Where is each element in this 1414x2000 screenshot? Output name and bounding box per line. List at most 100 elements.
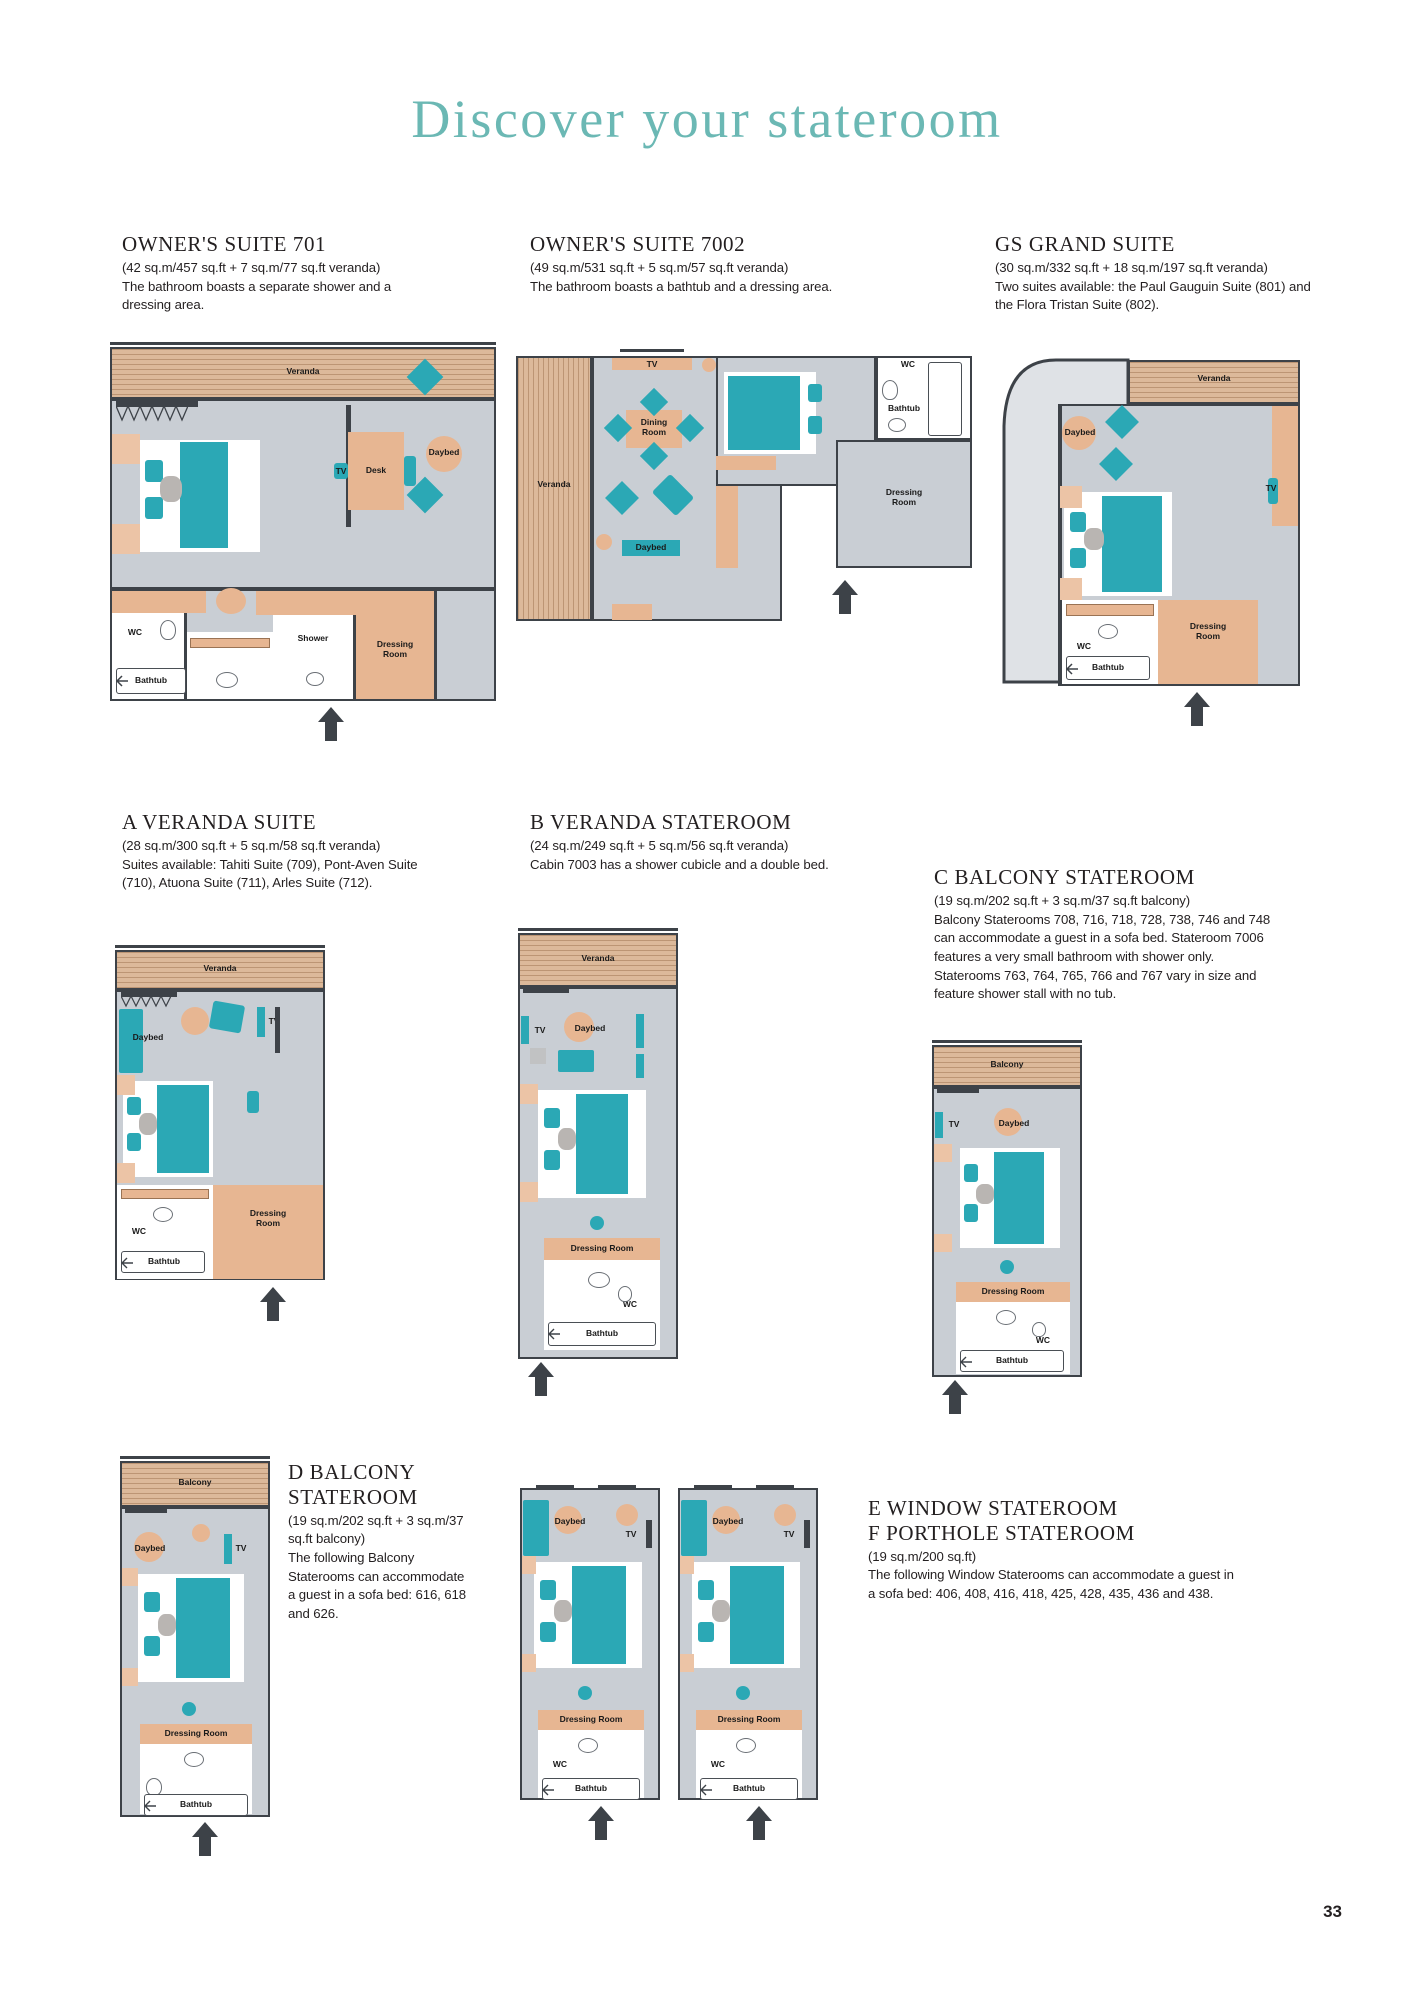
arrow-left-icon (700, 1784, 712, 1796)
curtain-icon (116, 406, 188, 422)
sliding-door (116, 400, 198, 407)
bathtub-label: Bathtub (134, 675, 168, 685)
bathtub-icon (542, 1778, 640, 1800)
entrance-arrow-icon (942, 1380, 968, 1414)
porthole-1 (694, 1485, 732, 1490)
bathtub-label: Bathtub (995, 1355, 1029, 1365)
toilet-icon (618, 1286, 632, 1302)
bathtub-label: Bathtub (585, 1328, 619, 1338)
arrow-left-icon (1065, 663, 1078, 675)
nightstand-top (680, 1556, 694, 1574)
desc-d-balcony-stateroom: The following Balcony Staterooms can acc… (288, 1550, 467, 1622)
daybed-shape (564, 1012, 594, 1042)
sliding-door (121, 991, 177, 997)
nightstand-top (122, 1568, 138, 1586)
window-1 (536, 1485, 574, 1490)
desc-c-balcony-stateroom: Balcony Staterooms 708, 716, 718, 728, 7… (934, 911, 1271, 1002)
wardrobe (716, 486, 738, 568)
section-owners-suite-7002: OWNER'S SUITE 7002 (49 sq.m/531 sq.ft + … (530, 232, 850, 296)
balcony-area (120, 1461, 270, 1507)
veranda-rail (518, 928, 678, 931)
shower-drain-icon (306, 672, 324, 686)
nightstand-top (520, 1084, 538, 1104)
wc-label: WC (1076, 641, 1092, 651)
pillow-2 (144, 1636, 160, 1656)
section-c-balcony-stateroom: C BALCONY STATEROOM (19 sq.m/202 sq.ft +… (934, 865, 1282, 1004)
dresser (716, 456, 776, 470)
toilet-icon (160, 620, 176, 640)
veranda-area (115, 950, 325, 990)
desk-chair (404, 456, 416, 486)
daybed-label: Daybed (554, 1516, 586, 1526)
round-table (216, 588, 246, 614)
veranda-label: Veranda (203, 963, 237, 973)
bathtub-icon (548, 1322, 656, 1346)
pillow-1 (964, 1164, 978, 1182)
heading-owners-suite-7002: OWNER'S SUITE 7002 (530, 232, 746, 256)
dressing-room-area (213, 1185, 323, 1279)
entrance-arrow-icon (588, 1806, 614, 1840)
heading-c-balcony-stateroom: C BALCONY STATEROOM (934, 865, 1195, 889)
toilet-icon (1032, 1322, 1046, 1337)
sink-icon (588, 1272, 610, 1288)
corridor-wall (434, 591, 437, 699)
section-d-balcony-stateroom: D BALCONY STATEROOM (19 sq.m/202 sq.ft +… (288, 1460, 474, 1624)
tv-label: TV (335, 466, 347, 476)
cushion (558, 1128, 576, 1150)
pillow-1 (1070, 512, 1086, 532)
wc-label: WC (131, 1226, 147, 1236)
desc-a-veranda-suite: Suites available: Tahiti Suite (709), Po… (122, 856, 418, 891)
bathtub-label: Bathtub (147, 1256, 181, 1266)
tv-unit (224, 1534, 232, 1564)
tv-label: TV (534, 1025, 546, 1035)
veranda-label: Veranda (537, 479, 571, 489)
veranda-area (518, 933, 678, 987)
meta-d-balcony-stateroom: (19 sq.m/202 sq.ft + 3 sq.m/37 sq.ft bal… (288, 1512, 464, 1547)
meta-a-veranda-suite: (28 sq.m/300 sq.ft + 5 sq.m/58 sq.ft ver… (122, 837, 381, 853)
bathtub-icon (121, 1251, 205, 1273)
bathtub-icon (144, 1794, 248, 1816)
pillow-2 (1070, 548, 1086, 568)
floorplan-c-balcony-stateroom: Balcony TV Daybed Dressing Room WC Batht… (932, 1040, 1082, 1415)
side-table (181, 1007, 209, 1035)
nightstand-top (112, 434, 140, 464)
wc-label: WC (710, 1759, 726, 1769)
dining-table (626, 410, 682, 448)
floor-marker (182, 1702, 196, 1716)
bathtub-icon (1066, 656, 1150, 680)
tv-label: TV (235, 1543, 247, 1553)
desk-label: Desk (365, 465, 387, 475)
sink-icon (996, 1310, 1016, 1325)
side-table (774, 1504, 796, 1526)
daybed-shape (134, 1532, 164, 1562)
pillow-1 (145, 460, 163, 482)
balcony-rail (120, 1456, 270, 1459)
desc-gs-grand-suite: Two suites available: the Paul Gauguin S… (995, 278, 1311, 313)
side-table (596, 534, 612, 550)
sofa (681, 1500, 707, 1556)
dining-room-label: Dining Room (640, 417, 668, 437)
daybed-label: Daybed (574, 1023, 606, 1033)
balcony-label: Balcony (178, 1477, 212, 1487)
arrow-left-icon (115, 675, 128, 687)
window-2 (598, 1485, 636, 1490)
cabin-wall-left (1058, 404, 1062, 686)
entrance-arrow-icon (1184, 692, 1210, 726)
floorplan-owners-suite-7002: Veranda TV Dining Room Daybed (516, 340, 986, 630)
cabinet-right-2 (636, 1054, 644, 1078)
entrance-arrow-icon (260, 1287, 286, 1321)
bathtub-icon (700, 1778, 798, 1800)
dressing-room-label: Dressing Room (570, 1243, 634, 1253)
counter-right (376, 591, 434, 615)
entrance-arrow-icon (192, 1822, 218, 1856)
sofa (558, 1050, 594, 1072)
daybed-shape (426, 436, 462, 472)
bathtub-icon (960, 1350, 1064, 1372)
pillow-2 (698, 1622, 714, 1642)
tv-unit (334, 463, 348, 479)
toilet-icon (882, 380, 898, 400)
pillow-1 (544, 1108, 560, 1128)
desc-owners-suite-701: The bathroom boasts a separate shower an… (122, 278, 392, 313)
bathtub-label: Bathtub (179, 1799, 213, 1809)
bathtub-icon (928, 362, 962, 436)
